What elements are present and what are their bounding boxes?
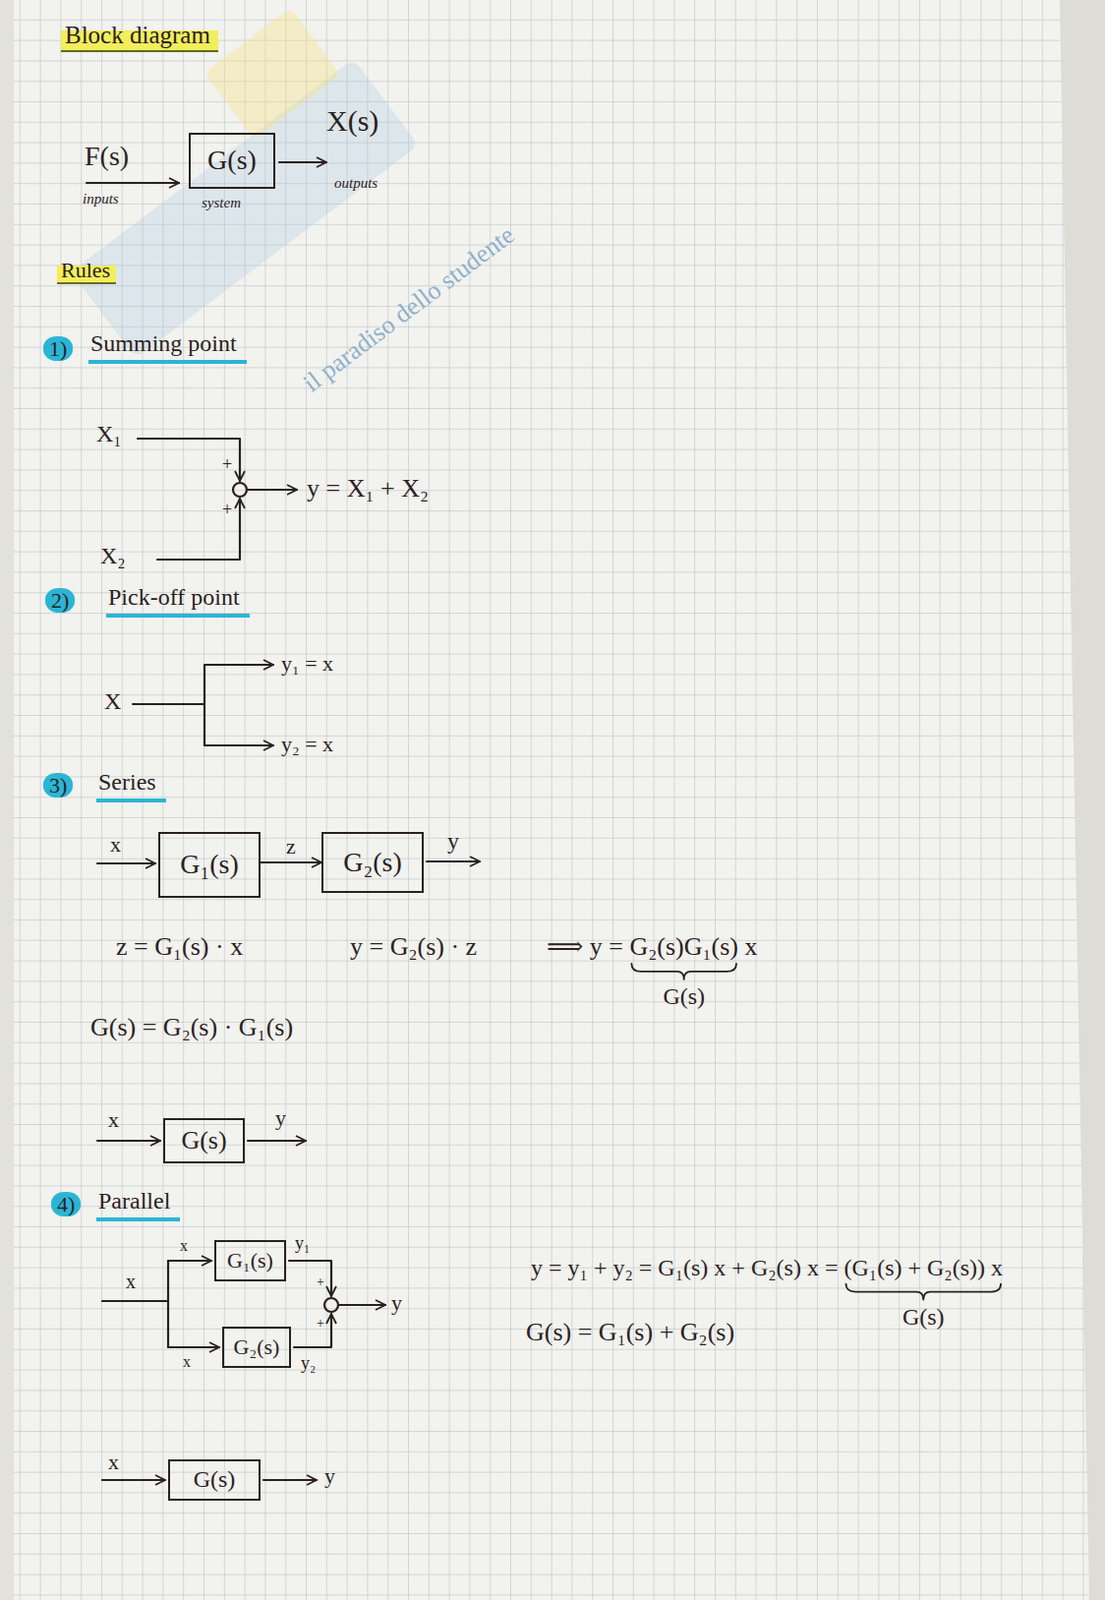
sign: +: [316, 1274, 325, 1290]
signal-name: F(s): [84, 140, 129, 173]
block-label: G₂(s): [343, 846, 403, 878]
signal-name: y: [447, 827, 460, 856]
rule-number: 4): [51, 1191, 81, 1217]
branch-arrow: [168, 1345, 220, 1348]
watermark-logo: [23, 0, 419, 358]
signal-name: y: [324, 1462, 336, 1488]
rule-number: 1): [43, 336, 73, 361]
signal-name: X₂: [100, 542, 126, 571]
transfer-block: G₂(s): [222, 1326, 291, 1368]
brace-label: G(s): [662, 983, 705, 1011]
rule-number: 3): [43, 772, 73, 798]
input-arrow: [97, 862, 156, 865]
signal-name: x: [108, 1106, 119, 1132]
block-label: G(s): [207, 144, 257, 176]
equation: y₂ = x: [281, 731, 334, 757]
signal-name: x: [125, 1270, 136, 1293]
equation: z = G₁(s) · x: [116, 931, 243, 962]
block-label: G(s): [193, 1465, 236, 1494]
sign: +: [222, 454, 233, 475]
block-label: G(s): [180, 1125, 227, 1156]
watermark-tile: [204, 7, 342, 140]
equation: G(s) = G₁(s) + G₂(s): [525, 1317, 735, 1347]
signal-name: x: [182, 1352, 191, 1371]
signal-wire: [293, 1313, 332, 1347]
summing-junction: [324, 1297, 339, 1312]
transfer-block: G₁(s): [158, 831, 261, 898]
input-arrow: [86, 181, 179, 184]
equation: ⟹ y = G₂(s)G₁(s) x: [546, 931, 758, 962]
caption-word: system: [201, 194, 241, 212]
transfer-block: G(s): [168, 1458, 261, 1501]
page-title: Block diagram: [60, 21, 219, 53]
equation: y = G₂(s) · z: [349, 931, 477, 962]
signal-wire: [137, 438, 240, 481]
branch-arrow: [168, 1259, 212, 1262]
signal-name: x: [110, 831, 121, 857]
rule-title: Series: [96, 768, 167, 803]
rule-title: Pick-off point: [106, 583, 250, 618]
page-edge: [1059, 0, 1105, 1600]
summing-junction: [232, 482, 247, 497]
signal-name: X(s): [326, 104, 379, 139]
signal-name: x: [108, 1449, 119, 1474]
output-arrow: [339, 1303, 386, 1306]
block-label: G₂(s): [233, 1334, 281, 1359]
rule-title: Summing point: [88, 330, 247, 364]
underbrace: [631, 963, 737, 980]
transfer-block: G(s): [163, 1117, 245, 1164]
output-arrow: [426, 860, 480, 863]
signal-name: z: [286, 833, 296, 859]
rule-title: Parallel: [96, 1187, 180, 1222]
signal-wire: [102, 1299, 169, 1302]
output-arrow: [247, 488, 297, 491]
sign: +: [316, 1315, 325, 1332]
page-binding: [0, 0, 14, 1600]
signal-wire: [132, 702, 205, 705]
block-label: G₁(s): [179, 848, 239, 880]
equation: G(s) = G₂(s) · G₁(s): [90, 1012, 293, 1043]
input-arrow: [102, 1478, 166, 1481]
output-arrow: [279, 161, 327, 164]
signal-name: X₁: [96, 420, 122, 449]
connector-arrow: [260, 861, 322, 864]
signal-name: y: [275, 1105, 287, 1130]
signal-name: x: [179, 1236, 188, 1255]
transfer-block: G₁(s): [214, 1239, 287, 1281]
signal-name: y₂: [300, 1352, 316, 1374]
equation: y = X₁ + X₂: [306, 473, 429, 504]
branch-arrow: [204, 664, 274, 704]
rule-number: 2): [45, 587, 75, 613]
transfer-block: G₂(s): [321, 831, 424, 893]
branch-arrow: [204, 703, 274, 746]
output-arrow: [263, 1478, 317, 1481]
brace-label: G(s): [902, 1303, 945, 1332]
signal-wire: [289, 1260, 332, 1296]
signal-name: y₁: [294, 1232, 310, 1254]
transfer-block: G(s): [188, 132, 276, 189]
equation: y = y₁ + y₂ = G₁(s) x + G₂(s) x = (G₁(s)…: [530, 1254, 1003, 1282]
output-arrow: [247, 1139, 306, 1142]
caption-word: outputs: [334, 174, 378, 192]
section-heading: Rules: [57, 257, 117, 285]
signal-name: X: [104, 688, 121, 716]
underbrace: [845, 1283, 1001, 1300]
sign: +: [222, 499, 233, 521]
signal-wire: [157, 498, 240, 560]
input-arrow: [97, 1139, 161, 1142]
equation: y₁ = x: [281, 650, 334, 676]
caption-word: inputs: [82, 190, 119, 208]
pick-off-wire: [167, 1260, 170, 1347]
block-label: G₁(s): [227, 1247, 274, 1273]
signal-name: y: [391, 1289, 403, 1315]
